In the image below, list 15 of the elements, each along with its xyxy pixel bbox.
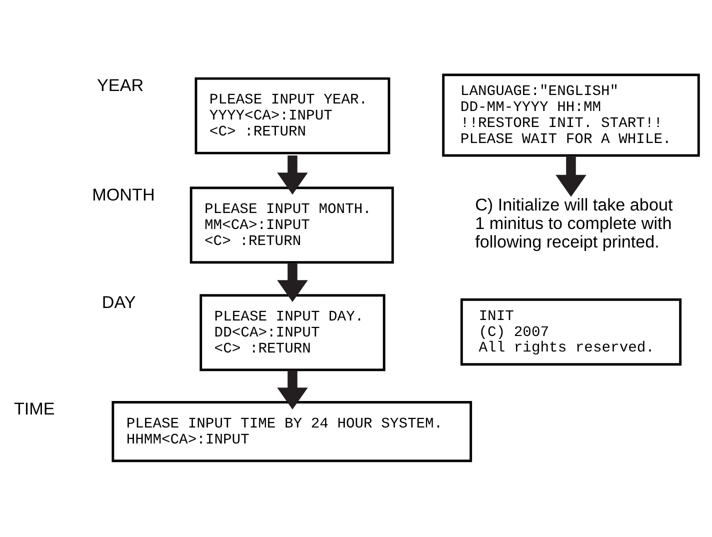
- node-label: TIME: [14, 400, 55, 419]
- arrow: [277, 370, 308, 410]
- node-text: C) Initialize will take about 1 minitus to complete with following receipt printed.: [475, 196, 673, 252]
- node-box: PLEASE INPUT TIME BY 24 HOUR SYSTEM. HHMM<CA>:INPUT: [112, 401, 472, 462]
- node-box: LANGUAGE:"ENGLISH" DD-MM-YYYY HH:MM !!RESTORE INIT. START!! PLEASE WAIT FOR A WHILE.: [442, 74, 700, 157]
- node-box: PLEASE INPUT YEAR. YYYY<CA>:INPUT <C> :RETURN: [194, 77, 390, 154]
- node-box: PLEASE INPUT MONTH. MM<CA>:INPUT <C> :RETURN: [190, 186, 394, 264]
- arrow: [277, 263, 308, 302]
- node-box: PLEASE INPUT DAY. DD<CA>:INPUT <C> :RETURN: [200, 294, 386, 372]
- node-label: DAY: [102, 292, 136, 312]
- node-label: YEAR: [97, 76, 144, 96]
- node-label: MONTH: [92, 185, 155, 204]
- arrow: [556, 156, 586, 197]
- arrow: [277, 156, 308, 195]
- node-box: INIT (C) 2007 All rights reserved.: [460, 298, 682, 366]
